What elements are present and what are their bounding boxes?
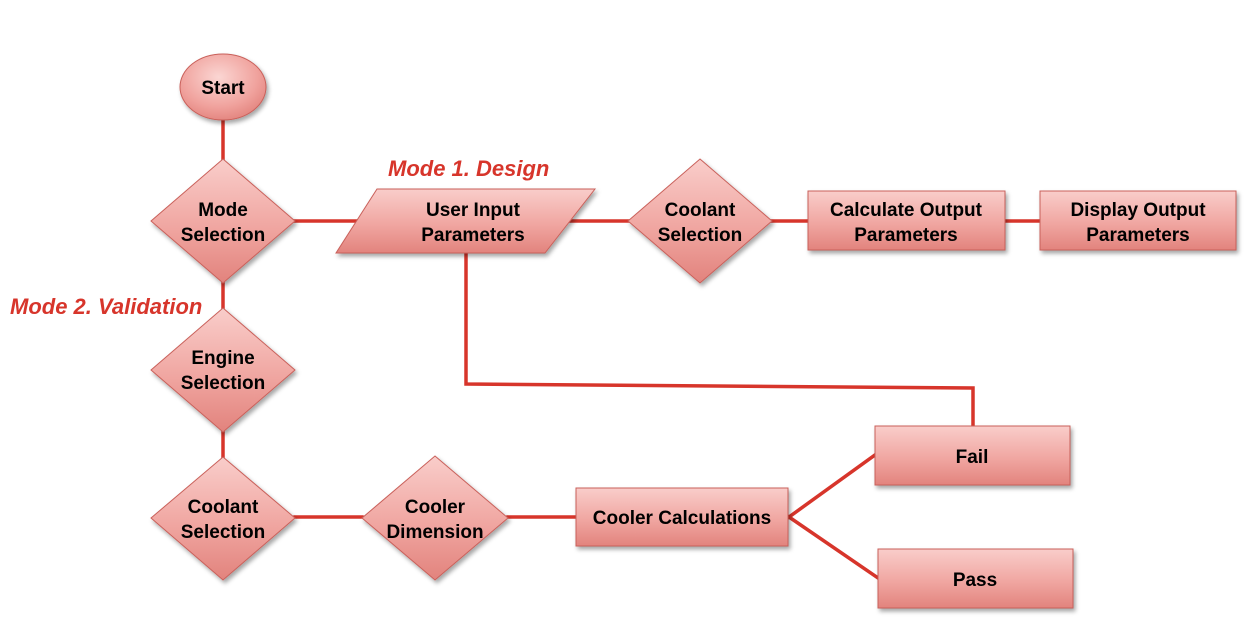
fail-node[interactable]: Fail [874,425,1071,486]
edge-fail-loop-to-user-input [464,251,975,428]
pass-node[interactable]: Pass [877,548,1074,609]
pass-label: Pass [953,570,997,591]
cooler-dimension-label-line1: Cooler [405,497,466,518]
user-input-label-line2: Parameters [421,225,525,246]
calculate-output-node[interactable]: Calculate Output Parameters [807,190,1006,251]
engine-selection-label-line1: Engine [191,348,254,369]
cooler-dimension-label-line2: Dimension [386,522,483,543]
mode-design-label: Mode 1. Design [388,156,549,181]
start-node[interactable]: Start [179,53,267,121]
user-input-label-line1: User Input [426,200,521,221]
cooler-dimension-node[interactable]: Cooler Dimension [361,455,509,581]
connectors [221,116,1042,581]
coolant-selection-bottom-node[interactable]: Coolant Selection [150,456,296,581]
cooler-calculations-label: Cooler Calculations [593,508,771,529]
mode-selection-label-line1: Mode [198,200,248,221]
display-output-label-line2: Parameters [1086,225,1190,246]
mode-selection-label-line2: Selection [181,225,265,246]
coolant-selection-bottom-label-line2: Selection [181,522,265,543]
coolant-selection-top-label-line1: Coolant [665,200,736,221]
edge-calculations-to-fail [786,452,878,520]
coolant-selection-top-label-line2: Selection [658,225,742,246]
display-output-node[interactable]: Display Output Parameters [1039,190,1237,251]
fail-label: Fail [956,447,989,468]
calculate-output-label-line2: Parameters [854,225,958,246]
cooler-calculations-node[interactable]: Cooler Calculations [575,487,789,547]
user-input-node[interactable]: User Input Parameters [335,188,597,254]
edge-calculations-to-pass [786,514,881,581]
coolant-selection-bottom-label-line1: Coolant [188,497,259,518]
mode-selection-node[interactable]: Mode Selection [150,158,296,284]
start-label: Start [201,78,245,99]
calculate-output-label-line1: Calculate Output [830,200,983,221]
mode-validation-label: Mode 2. Validation [10,294,202,319]
display-output-label-line1: Display Output [1070,200,1206,221]
engine-selection-node[interactable]: Engine Selection [150,307,296,433]
coolant-selection-top-node[interactable]: Coolant Selection [627,158,773,284]
engine-selection-label-line2: Selection [181,373,265,394]
